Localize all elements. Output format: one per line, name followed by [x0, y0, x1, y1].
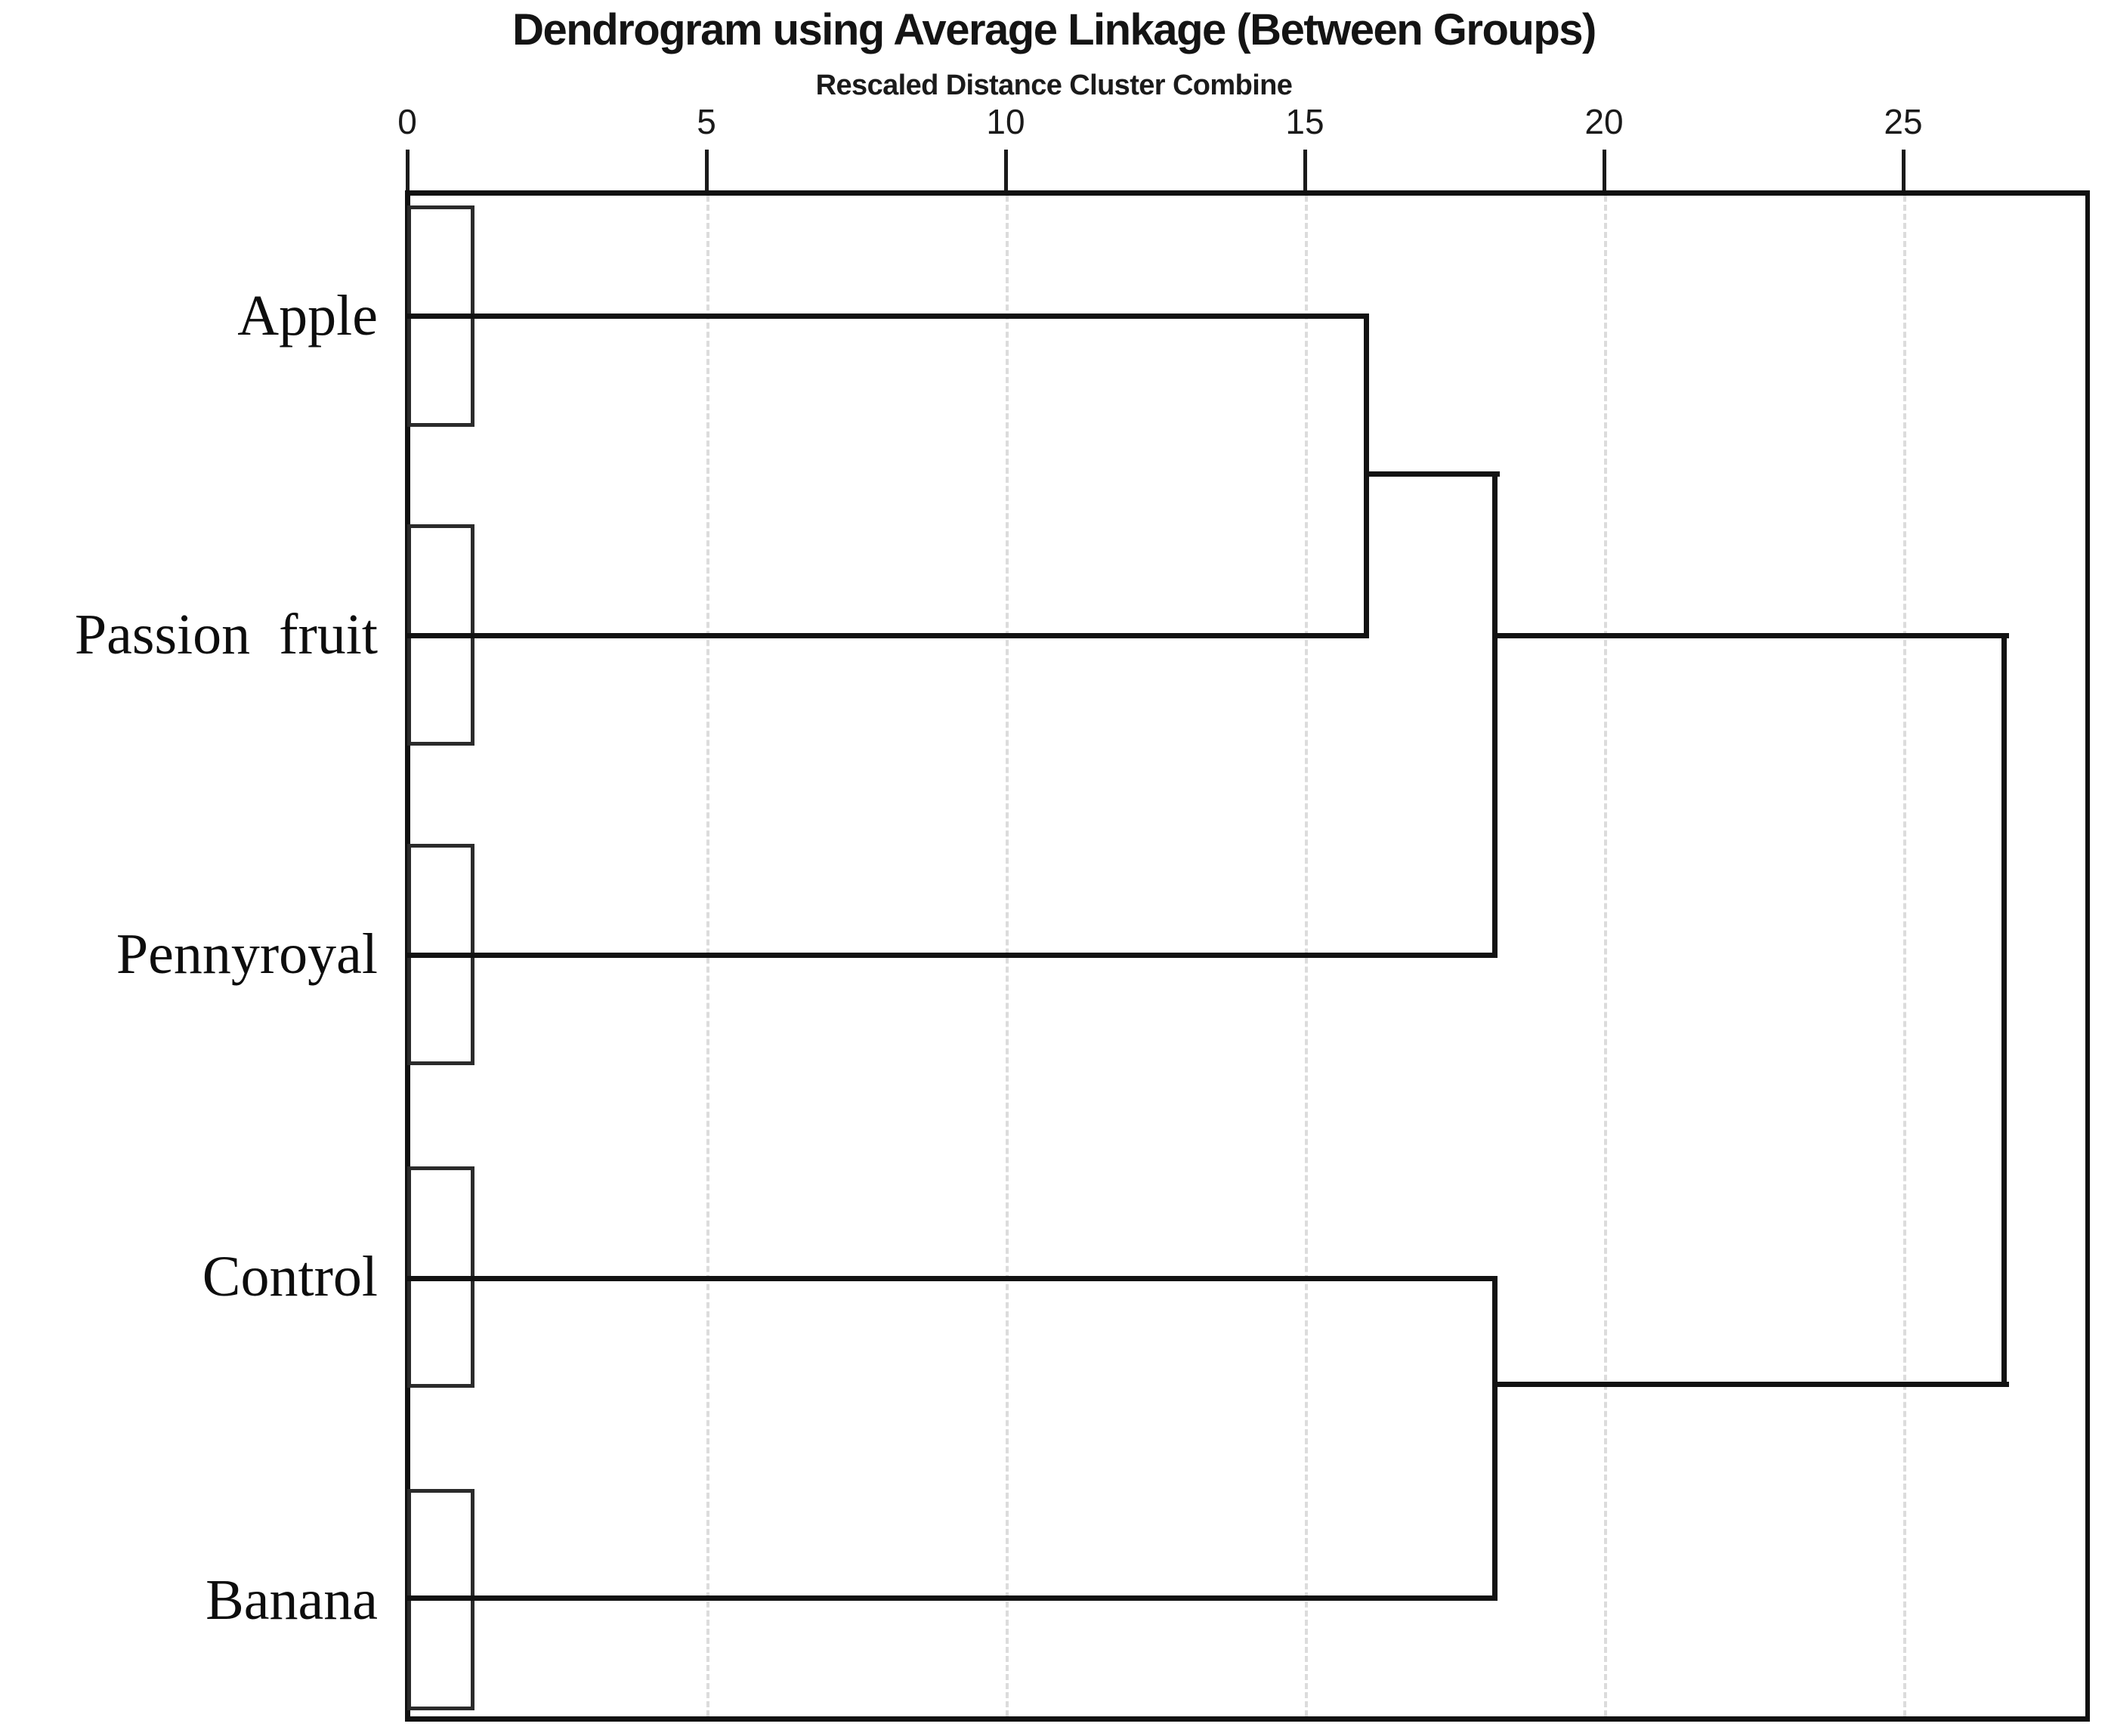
- axis-tick-label-25: 25: [1884, 102, 1923, 141]
- merge-connector-m1: [1364, 471, 1500, 477]
- branch-stem-passion-fruit: [407, 633, 1369, 638]
- leaf-label-pennyroyal: Pennyroyal: [116, 922, 378, 986]
- axis-tick-label-5: 5: [697, 102, 716, 141]
- axis-tick-mark-0: [406, 150, 410, 193]
- leaf-label-passion-fruit: Passion fruit: [74, 603, 378, 666]
- leaf-label-apple: Apple: [237, 284, 378, 348]
- chart-title: Dendrogram using Average Linkage (Betwee…: [512, 5, 1596, 54]
- axis-tick-mark-25: [1902, 150, 1906, 193]
- plot-border-right: [2085, 190, 2090, 1722]
- axis-tick-mark-5: [705, 150, 709, 193]
- axis-tick-label-10: 10: [986, 102, 1025, 141]
- plot-border-bottom: [407, 1716, 2090, 1722]
- branch-stem-apple: [407, 314, 1369, 319]
- merge-link-root: [2001, 633, 2007, 1387]
- merge-link-m1-pennyroyal: [1492, 471, 1498, 958]
- leaf-label-control: Control: [202, 1245, 378, 1308]
- branch-stem-banana: [407, 1595, 1498, 1601]
- branch-stem-pennyroyal: [407, 953, 1498, 958]
- merge-connector-m3: [1492, 1382, 2009, 1387]
- axis-tick-label-20: 20: [1584, 102, 1624, 141]
- merge-connector-m2: [1492, 633, 2009, 638]
- plot-border-top: [407, 190, 2090, 196]
- axis-tick-label-0: 0: [397, 102, 417, 141]
- axis-tick-label-15: 15: [1285, 102, 1324, 141]
- axis-tick-mark-10: [1004, 150, 1008, 193]
- leaf-label-banana: Banana: [206, 1568, 378, 1632]
- axis-tick-mark-20: [1603, 150, 1606, 193]
- gridline-25: [1903, 196, 1906, 1716]
- gridline-20: [1604, 196, 1607, 1716]
- branch-stem-control: [407, 1276, 1498, 1281]
- chart-subtitle: Rescaled Distance Cluster Combine: [815, 70, 1293, 101]
- merge-link-control-banana: [1492, 1276, 1498, 1601]
- axis-tick-mark-15: [1303, 150, 1307, 193]
